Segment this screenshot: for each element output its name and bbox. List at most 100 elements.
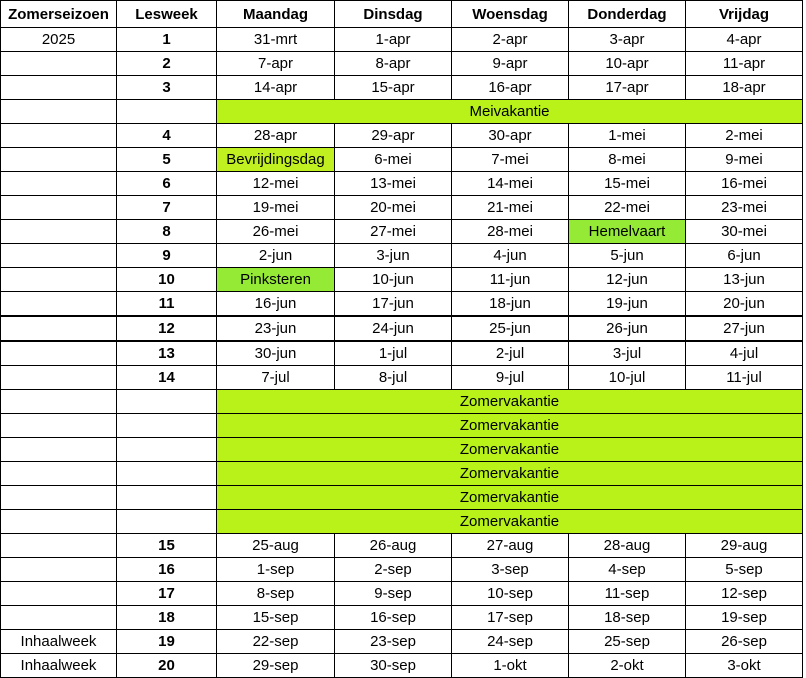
- season-cell: [0, 267, 117, 292]
- season-cell: [0, 171, 117, 196]
- season-cell: [0, 509, 117, 534]
- season-cell: [0, 340, 117, 366]
- vacation-row: Zomervakantie: [0, 437, 803, 462]
- date-cell: 1-okt: [451, 653, 569, 678]
- date-cell: 30-sep: [334, 653, 452, 678]
- vacation-label: Zomervakantie: [216, 413, 803, 438]
- date-cell: 26-aug: [334, 533, 452, 558]
- date-cell: 12-sep: [685, 581, 803, 606]
- date-cell: 2-jun: [216, 243, 335, 268]
- week-number-cell: [116, 413, 217, 438]
- week-number-cell: 6: [116, 171, 217, 196]
- date-cell: 9-jul: [451, 365, 569, 390]
- season-cell: [0, 75, 117, 100]
- date-cell: 29-aug: [685, 533, 803, 558]
- season-cell: 2025: [0, 27, 117, 52]
- date-cell: 2-mei: [685, 123, 803, 148]
- date-cell: 28-aug: [568, 533, 686, 558]
- week-number-cell: 20: [116, 653, 217, 678]
- week-number-cell: [116, 461, 217, 486]
- date-cell: 26-jun: [568, 315, 686, 342]
- week-number-cell: 9: [116, 243, 217, 268]
- season-cell: [0, 195, 117, 220]
- season-cell: [0, 533, 117, 558]
- date-cell: 1-apr: [334, 27, 452, 52]
- week-number-cell: 17: [116, 581, 217, 606]
- date-cell: 8-sep: [216, 581, 335, 606]
- date-cell: 15-sep: [216, 605, 335, 630]
- date-cell: 5-sep: [685, 557, 803, 582]
- date-cell: 17-apr: [568, 75, 686, 100]
- date-cell: 11-sep: [568, 581, 686, 606]
- week-number-cell: 13: [116, 340, 217, 366]
- date-cell: 24-jun: [334, 315, 452, 342]
- holiday-cell: Bevrijdingsdag: [216, 147, 335, 172]
- date-cell: 4-sep: [568, 557, 686, 582]
- date-cell: 9-apr: [451, 51, 569, 76]
- date-cell: 16-apr: [451, 75, 569, 100]
- date-cell: 4-jul: [685, 340, 803, 366]
- season-cell: [0, 315, 117, 342]
- vacation-label: Meivakantie: [216, 99, 803, 124]
- date-cell: 9-mei: [685, 147, 803, 172]
- date-cell: 16-sep: [334, 605, 452, 630]
- season-cell: [0, 243, 117, 268]
- date-cell: 3-jul: [568, 340, 686, 366]
- week-number-cell: 1: [116, 27, 217, 52]
- week-number-cell: 16: [116, 557, 217, 582]
- date-cell: 7-jul: [216, 365, 335, 390]
- date-cell: 10-apr: [568, 51, 686, 76]
- date-cell: 17-jun: [334, 291, 452, 317]
- date-cell: 2-apr: [451, 27, 569, 52]
- vacation-label: Zomervakantie: [216, 461, 803, 486]
- season-cell: [0, 123, 117, 148]
- date-cell: 17-sep: [451, 605, 569, 630]
- week-number-cell: 15: [116, 533, 217, 558]
- date-cell: 21-mei: [451, 195, 569, 220]
- date-cell: 6-mei: [334, 147, 452, 172]
- week-number-cell: [116, 99, 217, 124]
- header-row: Zomerseizoen Lesweek Maandag Dinsdag Woe…: [0, 0, 803, 28]
- date-cell: 3-sep: [451, 557, 569, 582]
- holiday-cell: Hemelvaart: [568, 219, 686, 244]
- date-cell: 25-sep: [568, 629, 686, 654]
- date-cell: 10-sep: [451, 581, 569, 606]
- season-cell: [0, 605, 117, 630]
- date-cell: 13-mei: [334, 171, 452, 196]
- season-cell: Inhaalweek: [0, 629, 117, 654]
- date-cell: 8-apr: [334, 51, 452, 76]
- season-cell: [0, 147, 117, 172]
- date-cell: 19-mei: [216, 195, 335, 220]
- week-number-cell: 18: [116, 605, 217, 630]
- date-cell: 5-jun: [568, 243, 686, 268]
- date-cell: 14-apr: [216, 75, 335, 100]
- vacation-row: Meivakantie: [0, 99, 803, 124]
- date-cell: 3-okt: [685, 653, 803, 678]
- date-cell: 13-jun: [685, 267, 803, 292]
- date-cell: 28-apr: [216, 123, 335, 148]
- date-cell: 8-mei: [568, 147, 686, 172]
- date-cell: 6-jun: [685, 243, 803, 268]
- season-cell: Inhaalweek: [0, 653, 117, 678]
- date-cell: 18-apr: [685, 75, 803, 100]
- date-cell: 30-jun: [216, 340, 335, 366]
- header-zomerseizoen: Zomerseizoen: [0, 0, 117, 28]
- season-cell: [0, 389, 117, 414]
- date-cell: 2-okt: [568, 653, 686, 678]
- header-maandag: Maandag: [216, 0, 335, 28]
- vacation-row: Zomervakantie: [0, 509, 803, 534]
- vacation-row: Zomervakantie: [0, 389, 803, 414]
